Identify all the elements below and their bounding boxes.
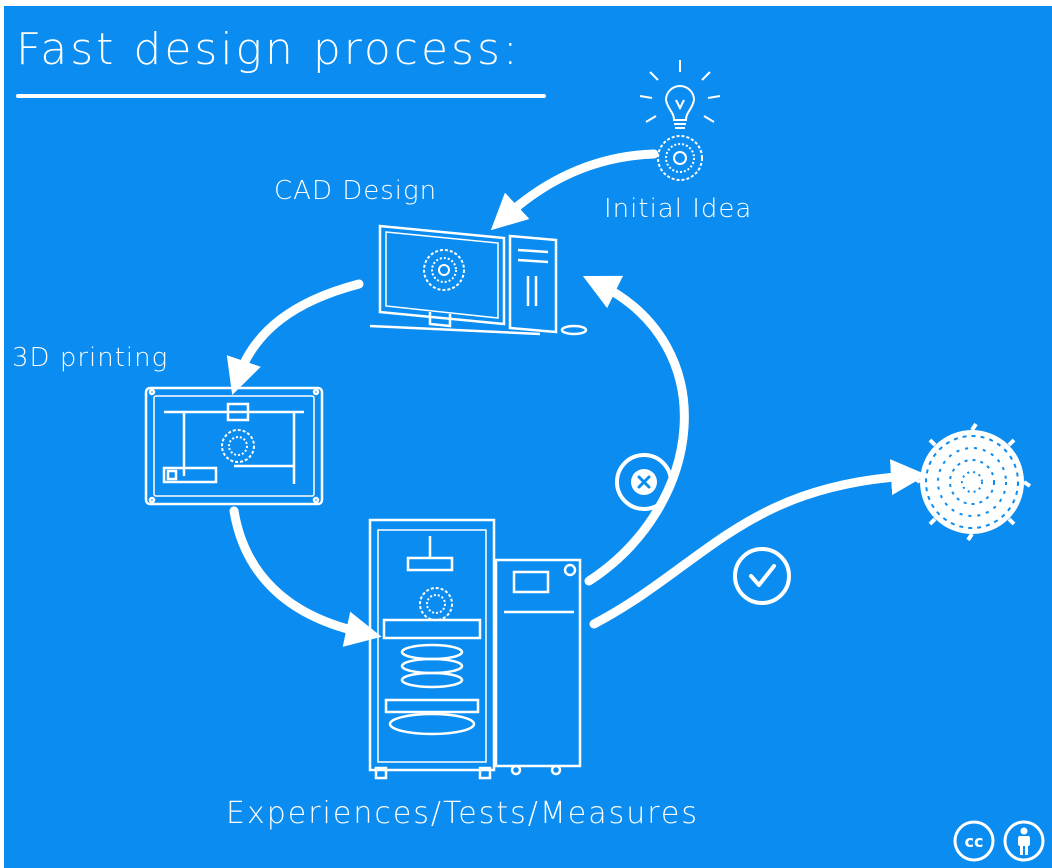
- label-experiences-tests: Experiences/Tests/Measures: [226, 796, 699, 831]
- x-circle-icon: [615, 453, 673, 511]
- 3d-printer-icon: [144, 386, 324, 506]
- arrow-idea-to-cad: [490, 149, 659, 231]
- lattice-ball-test-icon: [419, 587, 453, 621]
- arrow-tests-to-cad: [582, 275, 689, 586]
- cc-icon-text: cc: [965, 832, 984, 851]
- testing-machine-icon: [368, 518, 582, 780]
- lattice-ball-cad-icon: [423, 249, 465, 291]
- label-3d-printing: 3D printing: [12, 343, 169, 373]
- arrow-tests-to-product: [589, 459, 927, 629]
- label-cad-design: CAD Design: [274, 176, 438, 206]
- title-underline: [16, 94, 546, 98]
- arrow-print-to-tests: [229, 506, 382, 647]
- lattice-ball-idea-icon: [657, 135, 703, 181]
- arrow-cad-to-print: [226, 279, 364, 396]
- check-circle-icon: [733, 547, 791, 605]
- final-product-icon: [912, 422, 1032, 542]
- label-initial-idea: Initial Idea: [604, 194, 753, 224]
- lattice-ball-printer-icon: [221, 429, 255, 463]
- computer-icon: [369, 224, 588, 336]
- lightbulb-icon: [639, 60, 721, 129]
- cc-by-icon: cc: [953, 820, 1045, 862]
- diagram-drawing: [144, 60, 1032, 780]
- diagram-canvas: Fast design process: CAD Design 3D print…: [4, 6, 1052, 868]
- page-title: Fast design process:: [16, 24, 521, 75]
